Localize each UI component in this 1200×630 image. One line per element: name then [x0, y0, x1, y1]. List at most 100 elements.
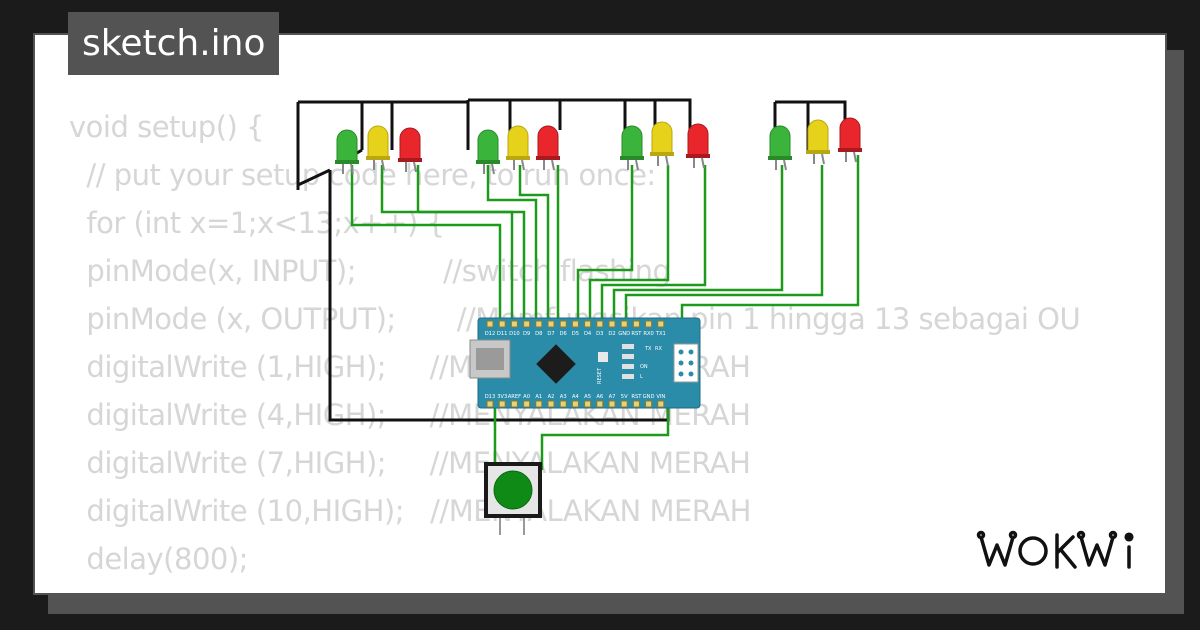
led-yellow[interactable]	[806, 119, 830, 165]
usb-port-icon	[476, 348, 504, 370]
top-pin-label: GND	[618, 331, 630, 337]
led-green[interactable]	[476, 129, 500, 175]
top-pin-label: D5	[572, 331, 579, 337]
bottom-pin[interactable]	[596, 400, 604, 408]
bottom-pin-label: A3	[560, 394, 567, 400]
bottom-pin[interactable]	[571, 400, 579, 408]
bottom-pin-label: 3V3	[497, 394, 507, 400]
wokwi-logo	[976, 530, 1134, 569]
led-on	[622, 364, 634, 369]
led-red[interactable]	[838, 117, 862, 163]
bottom-pin[interactable]	[657, 400, 665, 408]
code-line: }	[69, 590, 87, 593]
bottom-pin-label: RST	[631, 394, 642, 400]
code-line: for (int x=1;x<13;x++) {	[69, 206, 445, 240]
bottom-pin[interactable]	[547, 400, 555, 408]
led-green[interactable]	[768, 125, 792, 171]
chip-icon	[536, 344, 576, 384]
top-pin[interactable]	[523, 320, 531, 328]
bottom-pin[interactable]	[510, 400, 518, 408]
bottom-pin[interactable]	[608, 400, 616, 408]
led-yellow[interactable]	[506, 125, 530, 171]
bottom-pin[interactable]	[559, 400, 567, 408]
bottom-pin[interactable]	[620, 400, 628, 408]
pushbutton[interactable]	[484, 462, 542, 535]
file-title: sketch.ino	[68, 12, 280, 75]
bottom-pin-label: 5V	[621, 394, 628, 400]
top-pin-label: D4	[584, 331, 592, 337]
bottom-pin-label: D13	[485, 394, 496, 400]
top-pin-label: D9	[523, 331, 530, 337]
top-pin-label: D8	[535, 331, 542, 337]
bottom-pin-label: AREF	[508, 394, 521, 400]
led-yellow[interactable]	[366, 125, 390, 171]
top-pin[interactable]	[510, 320, 518, 328]
top-pin-label: D7	[547, 331, 554, 337]
bottom-pin-label: A1	[535, 394, 542, 400]
top-pin-label: RX0	[643, 331, 653, 337]
top-pin[interactable]	[486, 320, 494, 328]
top-pin-label: D12	[485, 331, 496, 337]
bottom-pin[interactable]	[632, 400, 640, 408]
code-line: delay(800);	[69, 542, 248, 576]
led-red[interactable]	[536, 125, 560, 171]
tx-label: TX	[644, 346, 652, 352]
preview-card: void setup() { // put your setup code he…	[33, 33, 1167, 595]
top-pin[interactable]	[645, 320, 653, 328]
green-wires	[350, 155, 860, 470]
led-l	[622, 374, 634, 379]
on-label: ON	[640, 364, 648, 370]
top-pin-label: D11	[497, 331, 508, 337]
top-pin[interactable]	[584, 320, 592, 328]
top-pin[interactable]	[596, 320, 604, 328]
top-pin-label: D2	[608, 331, 615, 337]
bottom-pin[interactable]	[486, 400, 494, 408]
code-background: void setup() { // put your setup code he…	[35, 35, 1165, 593]
top-pin[interactable]	[535, 320, 543, 328]
bottom-pin[interactable]	[498, 400, 506, 408]
top-pin[interactable]	[620, 320, 628, 328]
top-pin-label: TX1	[655, 331, 666, 337]
led-red[interactable]	[398, 127, 422, 173]
bottom-pin-label: A4	[572, 394, 580, 400]
reset-label: RESET	[597, 367, 603, 384]
top-pin[interactable]	[498, 320, 506, 328]
bottom-pin-label: A7	[609, 394, 616, 400]
top-pin-label: RST	[631, 331, 642, 337]
bottom-pin-label: A5	[584, 394, 591, 400]
top-pin[interactable]	[547, 320, 555, 328]
bottom-pin[interactable]	[645, 400, 653, 408]
led-yellow[interactable]	[650, 121, 674, 167]
bottom-pin-label: A6	[596, 394, 603, 400]
led-green[interactable]	[335, 129, 359, 175]
bottom-pin-label: GND	[643, 394, 655, 400]
top-pin-label: D10	[509, 331, 520, 337]
code-line: pinMode (x, OUTPUT); //Memfungsikan pin …	[86, 302, 1081, 336]
led-tx	[622, 344, 634, 349]
led-red[interactable]	[686, 123, 710, 169]
bottom-pin-label: VIN	[656, 394, 665, 400]
bottom-pin[interactable]	[584, 400, 592, 408]
led-rx	[622, 354, 634, 359]
top-pin[interactable]	[632, 320, 640, 328]
bottom-pin-label: A2	[548, 394, 555, 400]
bottom-pin[interactable]	[523, 400, 531, 408]
code-line: digitalWrite (10,HIGH); //MENYALAKAN MER…	[69, 494, 751, 528]
code-line: void setup() {	[69, 110, 265, 144]
rx-label: RX	[655, 346, 662, 352]
reset-button[interactable]	[598, 352, 608, 362]
led-green[interactable]	[620, 125, 644, 171]
top-pin-label: D6	[560, 331, 567, 337]
icsp-header	[673, 343, 699, 383]
l-label: L	[640, 374, 643, 380]
top-pin[interactable]	[657, 320, 665, 328]
top-pin-label: D3	[596, 331, 603, 337]
top-pin[interactable]	[608, 320, 616, 328]
top-pin[interactable]	[559, 320, 567, 328]
top-pin[interactable]	[571, 320, 579, 328]
bottom-pin[interactable]	[535, 400, 543, 408]
